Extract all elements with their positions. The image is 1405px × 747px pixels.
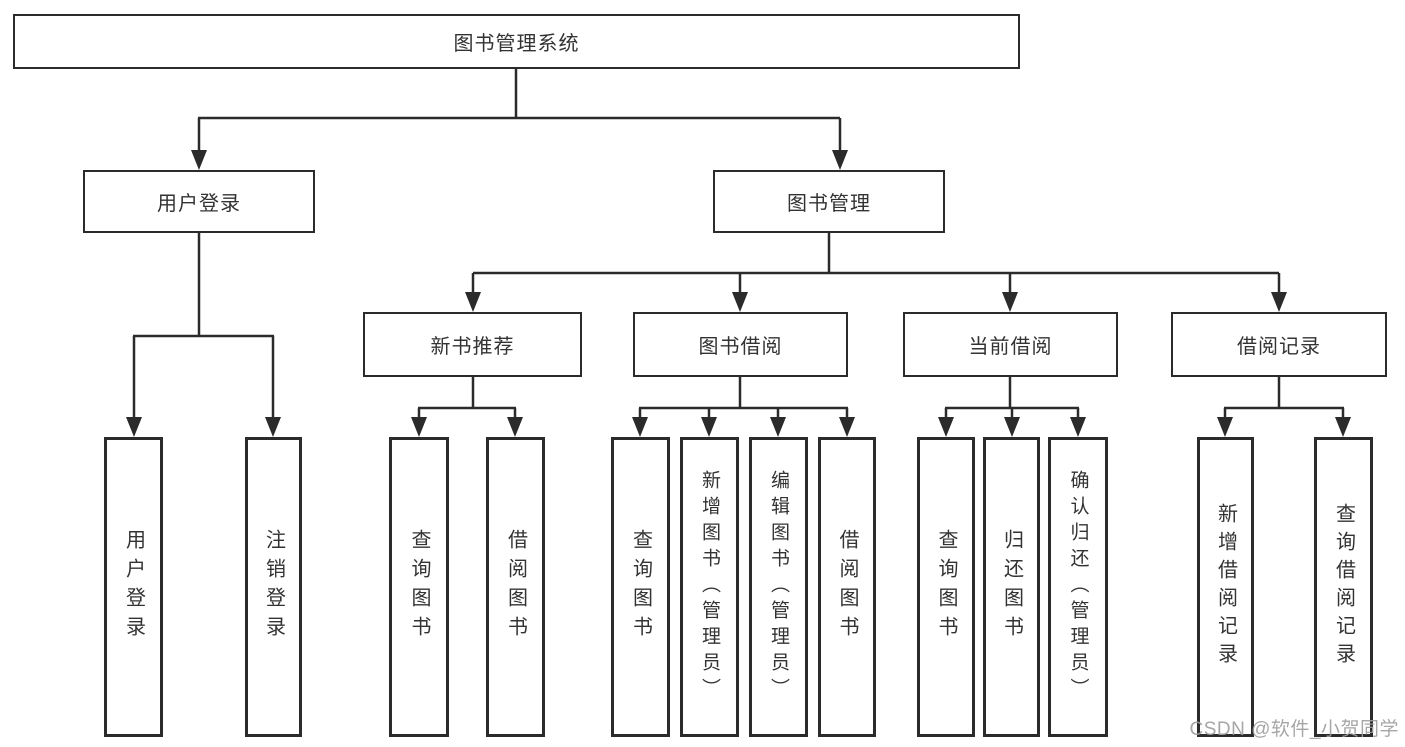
connector-arrowhead xyxy=(265,417,281,437)
node-label: 图书管理 xyxy=(787,193,871,215)
node-leaf-add-book-admin: 新增图书（管理员） xyxy=(680,437,739,737)
node-label: 图书管理系统 xyxy=(453,33,580,55)
node-leaf-add-borrow-record: 新增借阅记录 xyxy=(1197,437,1254,737)
node-label: 查询借阅记录 xyxy=(1332,503,1355,671)
node-new-book-recommend: 新书推荐 xyxy=(363,312,582,377)
connector-arrowhead xyxy=(839,417,855,437)
connector-arrowhead xyxy=(1070,417,1086,437)
node-label: 用户登录 xyxy=(122,529,145,645)
node-label: 借阅图书 xyxy=(836,529,858,645)
node-leaf-return-book: 归还图书 xyxy=(983,437,1040,737)
node-label: 用户登录 xyxy=(157,193,241,215)
node-label: 借阅记录 xyxy=(1237,336,1321,358)
node-label: 当前借阅 xyxy=(968,336,1053,358)
node-leaf-query-book-borrowing: 查询图书 xyxy=(611,437,670,737)
connector-arrowhead xyxy=(465,292,481,312)
node-leaf-query-book-newbook: 查询图书 xyxy=(389,437,449,737)
connector-arrowhead xyxy=(632,417,648,437)
node-label: 图书借阅 xyxy=(698,336,783,358)
connector-arrowhead xyxy=(1002,292,1018,312)
node-label: 借阅图书 xyxy=(504,529,527,645)
node-leaf-borrow-book-borrowing: 借阅图书 xyxy=(818,437,876,737)
connector-arrowhead xyxy=(701,417,717,437)
node-label: 查询图书 xyxy=(935,529,957,645)
connector-arrowhead xyxy=(191,150,207,170)
node-leaf-borrow-book-newbook: 借阅图书 xyxy=(486,437,545,737)
node-leaf-logout-login: 注销登录 xyxy=(245,437,302,737)
node-label: 新书推荐 xyxy=(430,336,515,358)
connector-arrowhead xyxy=(1271,292,1287,312)
node-label: 新增图书（管理员） xyxy=(699,470,720,704)
node-label: 查询图书 xyxy=(408,529,430,645)
node-label: 确认归还（管理员） xyxy=(1067,470,1089,704)
node-borrowing-records: 借阅记录 xyxy=(1171,312,1387,377)
connector-arrowhead xyxy=(1004,417,1020,437)
node-leaf-user-login: 用户登录 xyxy=(104,437,163,737)
connector-arrowhead xyxy=(938,417,954,437)
node-label: 注销登录 xyxy=(262,529,285,645)
node-leaf-query-borrow-record: 查询借阅记录 xyxy=(1314,437,1373,737)
csdn-watermark: CSDN @软件_小贺同学 xyxy=(1189,719,1399,740)
connector-arrowhead xyxy=(1335,417,1351,437)
node-label: 查询图书 xyxy=(629,529,652,645)
node-leaf-query-book-current: 查询图书 xyxy=(917,437,975,737)
connector-arrowhead xyxy=(1217,417,1233,437)
node-root-library-system: 图书管理系统 xyxy=(13,14,1020,69)
node-label: 新增借阅记录 xyxy=(1214,503,1237,671)
connector-arrowhead xyxy=(507,417,523,437)
connector-arrowhead xyxy=(732,292,748,312)
node-book-management: 图书管理 xyxy=(713,170,945,233)
connector-arrowhead xyxy=(832,150,848,170)
node-label: 编辑图书（管理员） xyxy=(768,470,789,704)
node-leaf-edit-book-admin: 编辑图书（管理员） xyxy=(749,437,808,737)
connector-arrowhead xyxy=(126,417,142,437)
node-leaf-confirm-return-admin: 确认归还（管理员） xyxy=(1048,437,1108,737)
node-user-login: 用户登录 xyxy=(83,170,315,233)
connector-arrowhead xyxy=(770,417,786,437)
node-book-borrowing: 图书借阅 xyxy=(633,312,848,377)
node-current-borrowing: 当前借阅 xyxy=(903,312,1118,377)
connector-arrowhead xyxy=(411,417,427,437)
node-label: 归还图书 xyxy=(1000,529,1023,645)
